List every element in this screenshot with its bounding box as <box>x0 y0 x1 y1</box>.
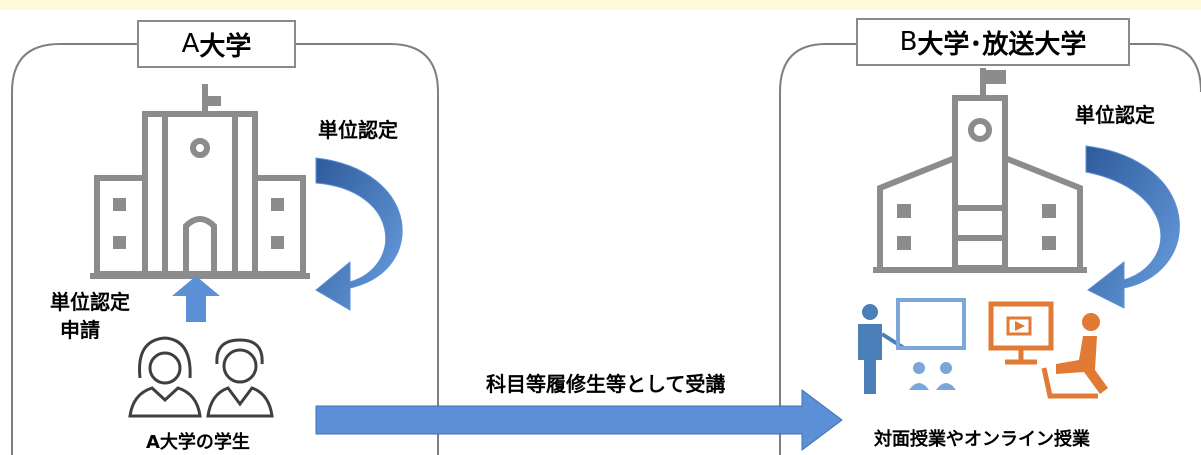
building-a-windows <box>113 198 284 249</box>
university-a-title-prefix: A <box>181 29 200 59</box>
credit-application-label-line2: 申請 <box>60 318 100 342</box>
students-caption: A大学の学生 <box>146 428 250 454</box>
university-a-frame <box>11 43 439 455</box>
university-b-frame <box>779 43 1201 455</box>
teacher-board-icon <box>858 298 966 394</box>
credit-application-label-line1: 単位認定 <box>50 290 130 314</box>
credit-recognition-a-label: 単位認定 <box>318 118 398 142</box>
online-video-icon <box>988 301 1108 399</box>
student-female-icon <box>128 336 202 418</box>
university-b-title-suffix: 大学･放送大学 <box>917 29 1087 60</box>
students-caption-text: A大学の学生 <box>146 432 250 453</box>
building-b-windows <box>897 204 1056 250</box>
curved-arrow-b <box>1085 145 1180 309</box>
university-a-title-suffix: 大学 <box>199 31 252 62</box>
curved-arrow-a <box>315 157 403 311</box>
building-b-icon <box>873 68 1087 273</box>
transfer-arrow-label: 科目等履修生等として受講 <box>486 372 726 396</box>
building-b-flag <box>984 70 1006 84</box>
classes-caption: 対面授業やオンライン授業 <box>874 429 1090 450</box>
credit-recognition-b-label: 単位認定 <box>1075 103 1155 127</box>
application-up-arrow <box>172 276 220 322</box>
building-a-icon <box>90 84 310 279</box>
top-band <box>0 0 1201 10</box>
student-male-icon <box>206 338 274 418</box>
university-b-title-prefix: B <box>899 27 918 57</box>
transfer-arrow <box>315 389 843 451</box>
